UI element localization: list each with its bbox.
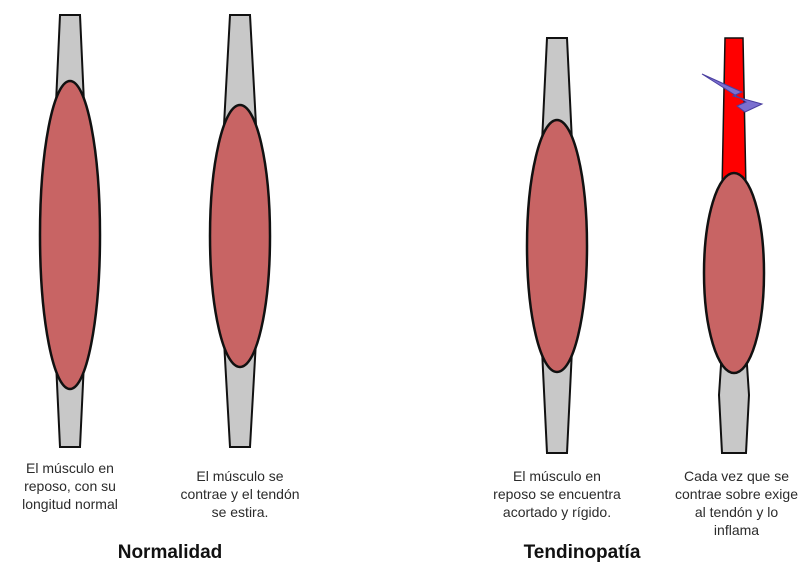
muscle (704, 173, 764, 373)
panel-normal-rest (40, 15, 100, 447)
muscle (40, 81, 100, 389)
caption-normal-contract: El músculo se contrae y el tendón se est… (165, 467, 315, 521)
muscle (527, 120, 587, 372)
panel-tendinopathy-contract (702, 38, 764, 453)
caption-tendinopathy-rest: El músculo en reposo se encuentra acorta… (482, 467, 632, 521)
muscle (210, 105, 270, 367)
group-title-normalidad: Normalidad (70, 542, 270, 564)
group-title-tendinopatia: Tendinopatía (492, 542, 672, 564)
panel-tendinopathy-rest (527, 38, 587, 453)
caption-normal-rest: El músculo en reposo, con su longitud no… (0, 459, 140, 513)
caption-tendinopathy-contract: Cada vez que se contrae sobre exige al t… (664, 467, 809, 539)
panel-normal-contract (210, 15, 270, 447)
inflamed-tendon (722, 38, 746, 190)
